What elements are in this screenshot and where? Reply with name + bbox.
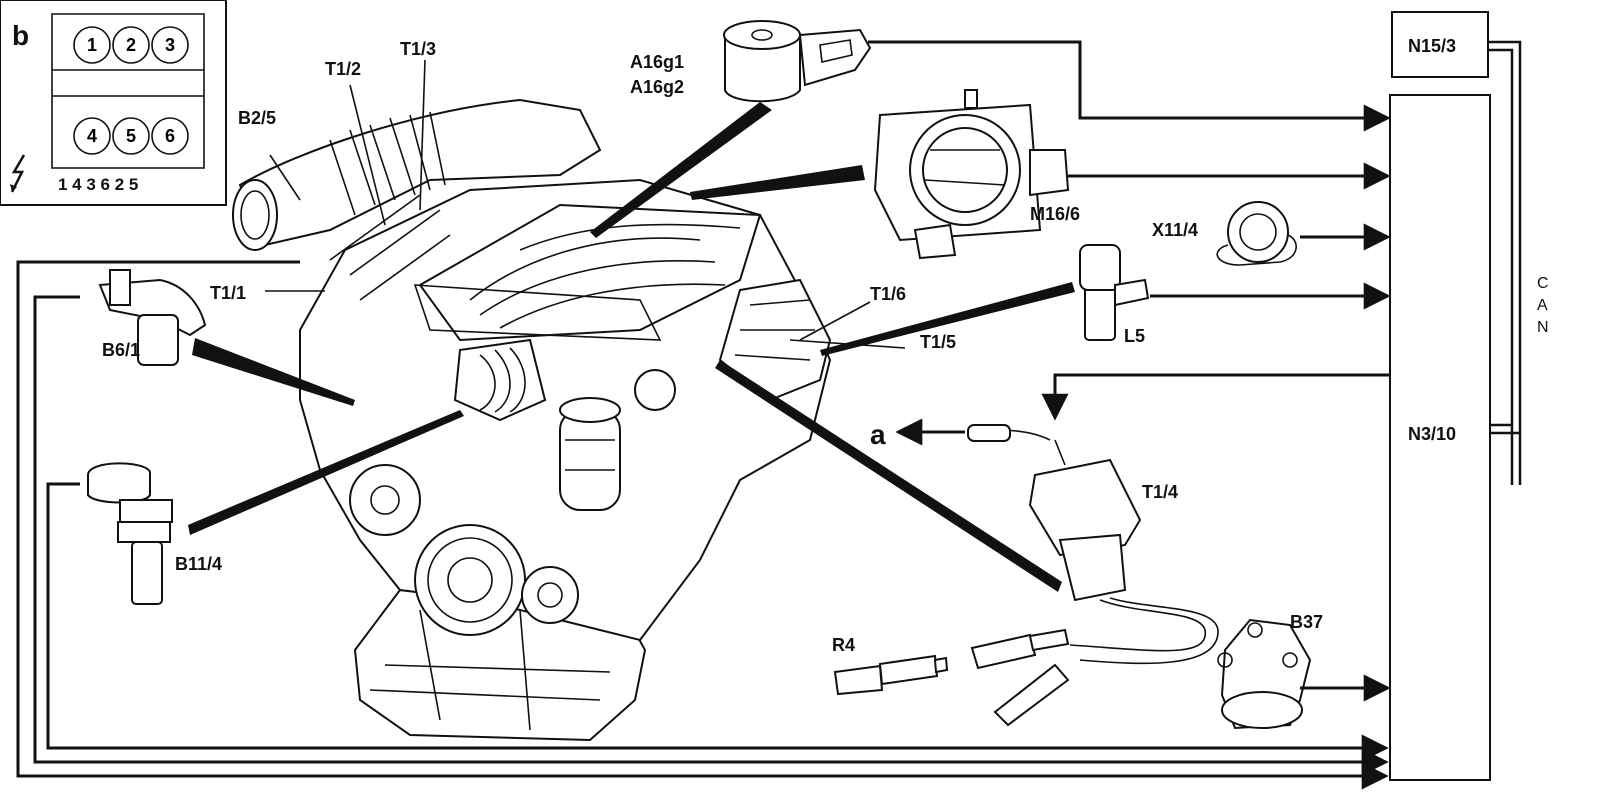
- label-b6-1: B6/1: [102, 340, 140, 360]
- throttle-actuator: [873, 89, 1070, 260]
- coolant-temperature-sensor: [87, 462, 173, 605]
- leader-lines: [188, 59, 1075, 592]
- label-x11-4: X11/4: [1152, 220, 1198, 240]
- component-labels: B2/5 T1/2 T1/3 T1/1 A16g1 A16g2 M16/6 X1…: [102, 36, 1549, 655]
- label-t1-6: T1/6: [870, 284, 906, 304]
- oil-sensor: [1217, 618, 1312, 730]
- label-can-a: A: [1537, 297, 1548, 314]
- engine-illustration: [232, 98, 832, 742]
- signal-wires: [16, 40, 1391, 790]
- label-n3-10: N3/10: [1408, 424, 1456, 444]
- label-t1-3: T1/3: [400, 39, 436, 59]
- cylinder-inset: b 1 2 3 4 5 6 1 4 3 6 2 5: [0, 0, 227, 206]
- label-b11-4: B11/4: [175, 554, 222, 574]
- firing-order: 1 4 3 6 2 5: [58, 175, 138, 194]
- label-t1-2: T1/2: [325, 59, 361, 79]
- cylinder-3: 3: [165, 35, 175, 55]
- label-t1-1: T1/1: [210, 283, 246, 303]
- label-can-n: N: [1537, 319, 1549, 336]
- cylinder-1: 1: [87, 35, 97, 55]
- label-b2-5: B2/5: [238, 108, 276, 128]
- crankshaft-sensor: [1079, 244, 1150, 341]
- inset-label: b: [12, 20, 29, 51]
- spark-plug: [833, 654, 949, 696]
- control-unit-n3-10: [1389, 94, 1491, 781]
- lightning-icon: [10, 154, 26, 193]
- cylinder-6: 6: [165, 126, 175, 146]
- knock-sensor: [723, 20, 872, 103]
- camshaft-sensor: [98, 269, 207, 366]
- label-can-c: C: [1537, 275, 1549, 292]
- diagnostic-socket: [1216, 201, 1297, 266]
- label-a16g1: A16g1: [630, 52, 684, 72]
- cylinder-circles: [73, 26, 189, 155]
- can-bus: [1488, 40, 1522, 485]
- label-a16g2: A16g2: [630, 77, 684, 97]
- label-n15-3: N15/3: [1408, 36, 1456, 56]
- label-l5: L5: [1124, 326, 1145, 346]
- label-t1-5: T1/5: [920, 332, 956, 352]
- label-r4: R4: [832, 635, 855, 655]
- label-t1-4: T1/4: [1142, 482, 1178, 502]
- label-b37: B37: [1290, 612, 1323, 632]
- cylinder-2: 2: [126, 35, 136, 55]
- ignition-coil-t1-4: [967, 424, 1219, 665]
- cylinder-5: 5: [126, 126, 136, 146]
- label-a: a: [870, 419, 886, 450]
- control-unit-n15-3: [1391, 11, 1489, 78]
- label-m16-6: M16/6: [1030, 204, 1080, 224]
- cylinder-4: 4: [87, 126, 97, 146]
- spark-plug-connectors: [970, 628, 1070, 727]
